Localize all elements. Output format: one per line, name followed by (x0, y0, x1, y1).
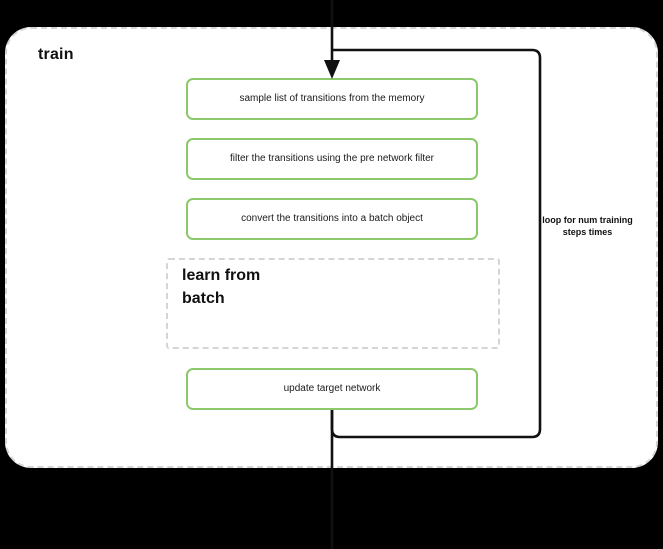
step-label: update target network (283, 383, 381, 394)
step-filter-transitions[interactable]: filter the transitions using the pre net… (186, 138, 478, 180)
step-label: convert the transitions into a batch obj… (241, 213, 423, 224)
step-update-target-network[interactable]: update target network (186, 368, 478, 410)
step-convert-batch[interactable]: convert the transitions into a batch obj… (186, 198, 478, 240)
page-title: train (38, 46, 74, 63)
group-learn-from-batch-label: learn from batch (182, 267, 261, 307)
step-sample-list[interactable]: sample list of transitions from the memo… (186, 78, 478, 120)
loop-label: loop for num training steps times (542, 215, 633, 238)
step-label: filter the transitions using the pre net… (230, 153, 434, 164)
step-label: sample list of transitions from the memo… (239, 93, 425, 104)
